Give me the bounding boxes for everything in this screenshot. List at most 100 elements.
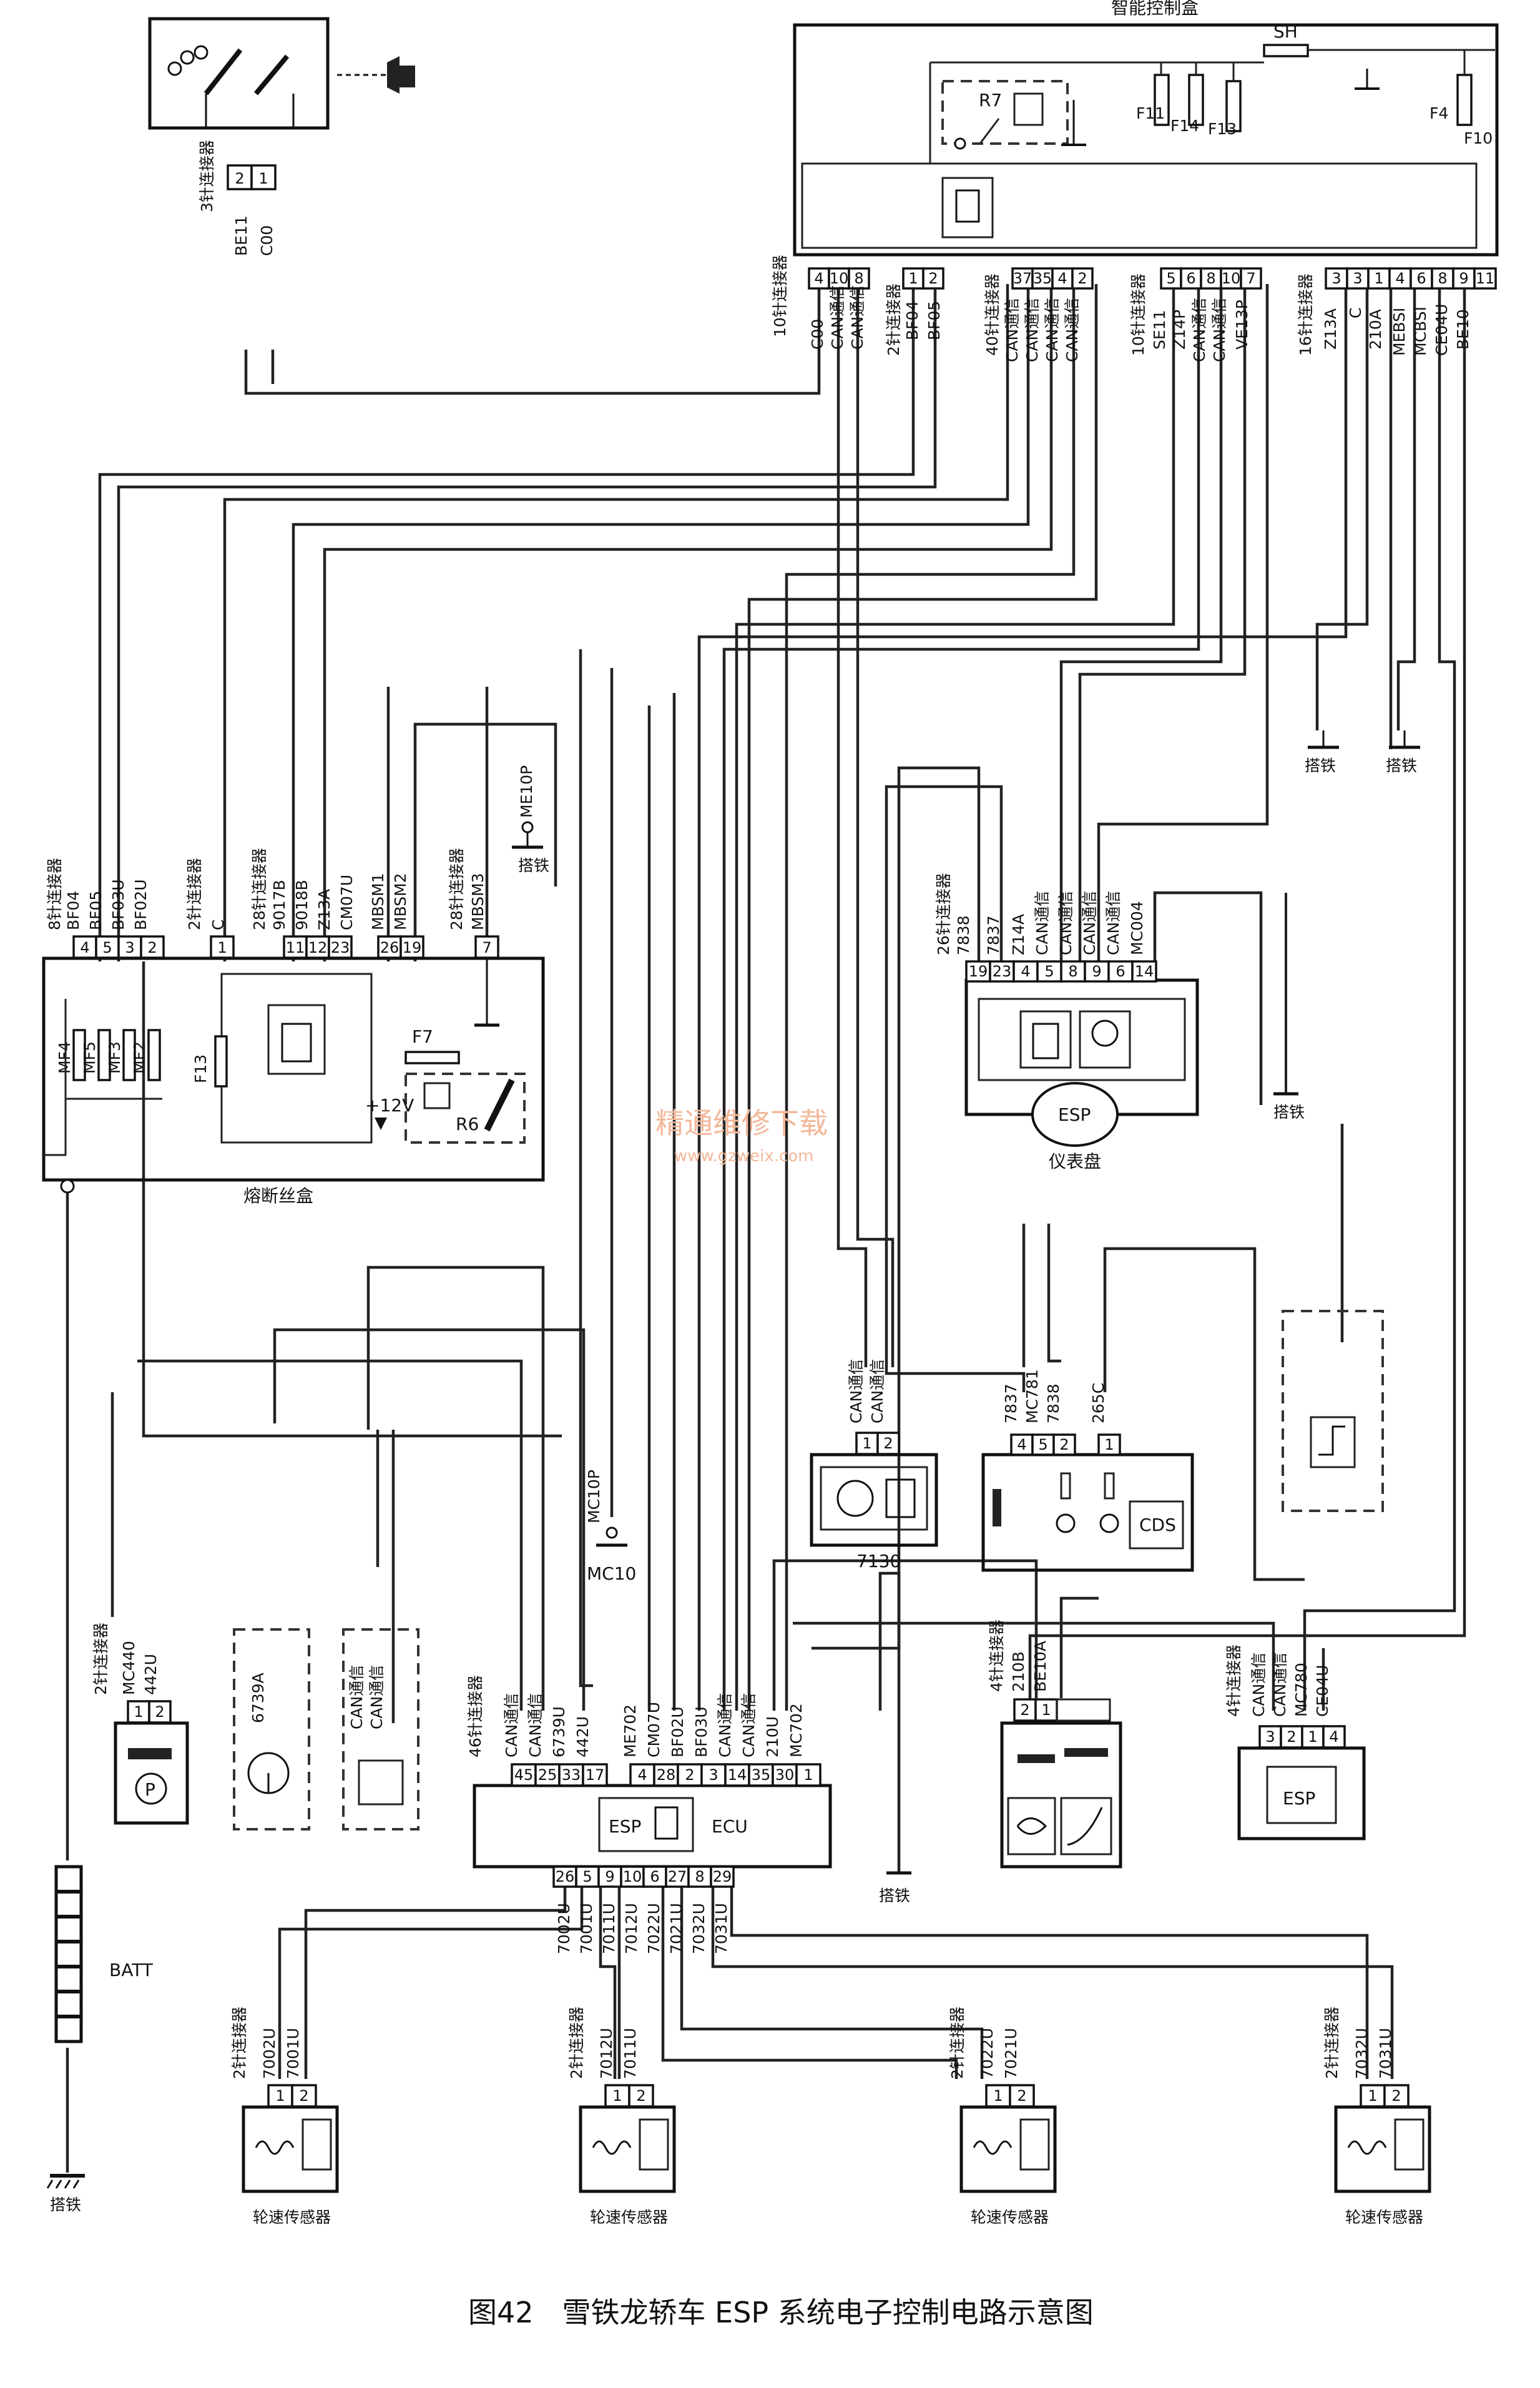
- esp-switch-pin: 1: [1308, 1728, 1317, 1746]
- cluster-badge: ESP: [1058, 1104, 1091, 1125]
- switch3-name: 3针连接器: [198, 140, 216, 212]
- fusebox-conn28b-name: 28针连接器: [448, 848, 466, 930]
- bsi-conn10a-name: 10针连接器: [771, 255, 789, 337]
- bsi-conn16-pin: 6: [1416, 270, 1426, 287]
- fusebox-conn8-wire: BF04: [64, 891, 82, 930]
- bsi-conn10a-wire: C00: [808, 319, 826, 350]
- fusebox-conn28a-pin: 26: [380, 939, 400, 956]
- ws3-pin: 1: [993, 2087, 1003, 2105]
- fusebox-conn8-pin: 2: [147, 939, 157, 956]
- sensor-can: CAN通信 CAN通信: [342, 1628, 419, 1830]
- ws2-pin: 1: [612, 2087, 622, 2105]
- ws3-wire: 7022U: [978, 2028, 996, 2079]
- bsi-unit: 智能控制盒 R7 F11 F14 F13 F4 F10 SH: [793, 0, 1499, 257]
- ecu-conn-name: 46针连接器: [466, 1675, 484, 1757]
- bsi-conn16-wire: CE04U: [1433, 304, 1451, 356]
- fusebox-conn2-wire: C: [209, 920, 227, 930]
- handbrake-sensor: 1 2 2针连接器 MC440 442U P: [92, 1623, 189, 1825]
- bsi-conn16-pin: 9: [1459, 270, 1468, 287]
- ecu-unit: ESP ECU 45 25 33 17 4 28 2 3 14 35 30 1 …: [466, 1675, 911, 1954]
- bsi-fuse-5: F10: [1464, 129, 1493, 147]
- bsi-conn16-pin: 4: [1395, 270, 1405, 287]
- fusebox-conn8-pin: 5: [102, 939, 112, 956]
- ws4-wire: 7031U: [1376, 2028, 1395, 2079]
- ecu-ground: 搭铁: [879, 1887, 910, 1905]
- fusebox-conn28a-pin: 12: [308, 939, 328, 956]
- unit-7130: 1 2 CAN通信 CAN通信 7130: [810, 1359, 938, 1571]
- ws3-label: 轮速传感器: [971, 2208, 1049, 2226]
- fusebox-conn8-pin: 3: [125, 939, 134, 956]
- ws3-wire: 7021U: [1002, 2028, 1020, 2079]
- bsi-conn10b-wire: SE11: [1150, 310, 1169, 350]
- ecu-bottom-wire: 7032U: [690, 1903, 708, 1954]
- ecu-title: ECU: [712, 1816, 748, 1837]
- ws1-label: 轮速传感器: [253, 2208, 331, 2226]
- bsi-conn10b-wire: Z14P: [1170, 310, 1189, 350]
- handbrake-conn-name: 2针连接器: [92, 1623, 110, 1695]
- brake-switch: 2 1 4针连接器 210B BE10A: [988, 1619, 1122, 1869]
- ecu-top-wire: CAN通信: [503, 1693, 521, 1757]
- cds-wire: 7838: [1044, 1383, 1062, 1423]
- bsi-conn16-wire: C: [1346, 308, 1365, 318]
- ecu-bottom-pin: 9: [605, 1868, 614, 1885]
- ecu-bottom-pins: 26 5 9 10 6 27 8 29: [552, 1865, 735, 1888]
- esp-switch-pin: 3: [1265, 1728, 1275, 1746]
- ecu-top-pin: 33: [562, 1766, 581, 1784]
- bsi-fuse-2: F14: [1170, 117, 1199, 135]
- bsi-conn2-pin: 2: [928, 270, 938, 287]
- bsi-conn16-wire: BE10: [1454, 309, 1472, 350]
- cluster-wire: Z14A: [1009, 914, 1027, 955]
- ws1-wire: 7001U: [284, 2028, 302, 2079]
- ecu-bottom-pin: 27: [668, 1868, 687, 1885]
- ws3-pin: 2: [1017, 2087, 1026, 2105]
- bsi-conn2: 1 2 2针连接器 BF04 BF05: [885, 267, 944, 356]
- ecu-top-wire: BF02U: [669, 1706, 687, 1757]
- esp-switch-wire: MC780: [1292, 1663, 1310, 1717]
- bsi-conn16-wire: Z13A: [1322, 308, 1340, 350]
- cluster-pin: 14: [1135, 963, 1154, 980]
- fusebox-fuse-f7: F7: [412, 1026, 433, 1047]
- fusebox-fuse: MF2: [130, 1041, 149, 1074]
- sensor6739-wire: 6739A: [249, 1673, 267, 1723]
- bsi-conn16-pin: 11: [1476, 270, 1495, 287]
- ecu-top-wire: 210U: [763, 1716, 782, 1757]
- cds-wire: 7837: [1002, 1383, 1020, 1423]
- ws1-pin: 1: [275, 2087, 285, 2105]
- fusebox-conn2-name: 2针连接器: [185, 858, 204, 930]
- bsi-conn10a: 4 10 8 10针连接器 C00 CAN通信 CAN通信: [771, 255, 870, 350]
- ecu-badge: ESP: [609, 1816, 641, 1837]
- wheel-sensor-3: 1 2 2针连接器 7022U 7021U 轮速传感器: [948, 2007, 1057, 2226]
- handbrake-pin: 2: [155, 1703, 164, 1721]
- unit7130-pin: 1: [862, 1435, 871, 1452]
- bsi-conn10b-pin: 7: [1246, 270, 1255, 287]
- esp-switch-pin: 4: [1329, 1728, 1338, 1746]
- bsi-conn40-pin: 2: [1077, 270, 1087, 287]
- bsi-conn16: 3 3 1 4 6 8 9 11 16针连接器 Z13A C 210A MEBS…: [1297, 267, 1497, 356]
- me10p-label: 搭铁: [518, 857, 549, 875]
- ground-me10p: ME10P 搭铁: [512, 765, 549, 875]
- ecu-top-pin: 1: [803, 1766, 813, 1784]
- bsi-conn40-pin: 35: [1033, 270, 1052, 287]
- bsi-conn10a-pin: 8: [854, 270, 863, 287]
- ecu-top-wire: CM07U: [645, 1702, 663, 1757]
- cluster-wire: CAN通信: [1104, 891, 1122, 955]
- ecu-top-wire: CAN通信: [716, 1693, 734, 1757]
- bsi-conn10b-wire: VE13P: [1233, 300, 1251, 350]
- cluster-wire: 7837: [984, 915, 1003, 955]
- esp-switch-badge: ESP: [1283, 1788, 1315, 1809]
- cds-pin: 1: [1104, 1436, 1114, 1453]
- switch3-wire: BE11: [232, 215, 250, 256]
- fusebox-conn8-pin: 4: [80, 939, 89, 956]
- cluster-pin: 23: [993, 963, 1012, 980]
- brake-wire: BE10A: [1031, 1641, 1049, 1692]
- bsi-conn40-pin: 4: [1057, 270, 1067, 287]
- bsi-conn10b-pin: 6: [1186, 270, 1195, 287]
- ws2-wire: 7012U: [597, 2028, 616, 2079]
- ecu-top-pin: 17: [586, 1766, 605, 1784]
- sensorcan-wire: CAN通信: [368, 1665, 386, 1729]
- fusebox-conn28a-name: 28针连接器: [250, 848, 268, 930]
- fusebox-conn28a-wire: CM07U: [338, 875, 356, 930]
- esp-switch-conn-name: 4针连接器: [1225, 1644, 1243, 1717]
- wheel-sensor-4: 1 2 2针连接器 7032U 7031U 轮速传感器: [1323, 2007, 1431, 2226]
- cluster-wire: CAN通信: [1057, 891, 1075, 955]
